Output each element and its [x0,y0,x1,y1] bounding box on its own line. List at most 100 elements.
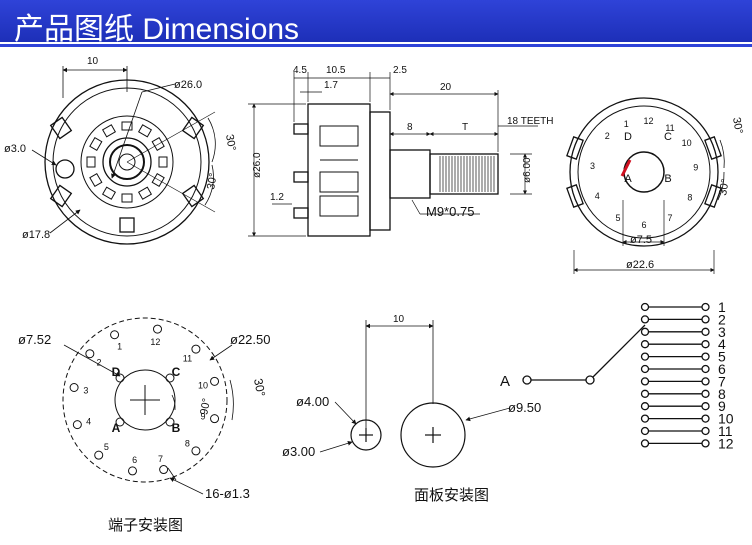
schematic-contact [640,364,650,374]
front-angle-a: 30° [223,133,238,151]
rear-position-number: 5 [615,213,620,223]
front-terminal-slot [158,156,168,168]
panel-layout [319,320,511,468]
terminal-pole-label: D [112,365,121,379]
panel-dia-400: ø4.00 [296,394,329,409]
schematic-contact [640,389,650,398]
terminal-number: 10 [198,380,208,390]
schematic-contact [640,302,650,312]
front-terminal-slot [89,172,103,188]
front-view [31,66,216,245]
panel-caption: 面板安装图 [414,486,489,504]
rear-position-number: 2 [605,131,610,141]
rear-view [566,97,725,274]
rear-dia-75: ø7.5 [630,234,652,246]
front-terminal-slot [89,136,103,152]
terminal-pole-label: B [172,421,181,435]
rear-pole-label: B [664,173,671,185]
schematic-terminal [701,402,710,411]
schematic-position-label: 7 [718,373,726,389]
terminal-pole-label: C [172,365,181,379]
header-banner: 产品图纸 Dimensions [0,0,752,46]
rear-position-number: 10 [682,138,692,148]
terminal-hole [94,450,104,460]
terminal-number: 3 [83,386,88,396]
terminal-hole [153,324,163,334]
front-terminal-slot [101,186,117,200]
front-terminal-slot [137,124,153,138]
schematic-position-label: 6 [718,361,726,377]
front-dim-10: 10 [87,56,99,67]
pole-hole [115,417,125,427]
rear-position-number: 11 [665,123,674,133]
schematic-contact [640,327,650,336]
terminal-dia-2250: ø22.50 [230,332,270,347]
terminal-number: 1 [117,342,122,352]
schematic-terminal [701,302,710,312]
terminal-dia-752: ø7.52 [18,332,51,347]
page-title: 产品图纸 Dimensions [14,13,300,46]
side-dia-600: ø6.00 [522,157,533,183]
terminal-number: 9 [200,412,205,422]
schematic-position-label: 1 [718,299,726,315]
schematic-position-label: 12 [718,435,734,451]
header-underline [0,44,752,47]
panel-dia-950: ø9.50 [508,400,541,415]
terminal-number: 7 [158,454,163,464]
terminal-number: 12 [150,337,160,347]
front-terminal-slot [101,124,117,138]
rear-position-number: 6 [641,220,646,230]
front-locating-hole [55,159,75,179]
schematic-terminal [701,389,710,398]
side-dim-26: ø26.0 [252,152,263,178]
schematic-pole: A [500,373,510,390]
schematic-terminal [701,352,710,361]
rear-position-number: 12 [644,116,654,126]
rear-angle-a: 30° [730,116,745,134]
terminal-pole-label: A [112,421,121,435]
terminal-layout [62,317,234,495]
terminal-hole [191,344,201,354]
side-view [248,72,538,237]
terminal-hole [159,465,169,475]
schematic-contact [640,340,650,349]
terminal-number: 5 [104,442,109,452]
terminal-number: 6 [132,455,137,465]
side-thread: M9*0.75 [426,204,474,219]
pole-hole [165,417,175,427]
rear-pole-label: C [664,131,672,143]
schematic-contact [640,414,650,423]
rear-angle-b: 30° [717,178,732,196]
schematic [522,302,710,448]
side-dim-45: 4.5 [293,65,307,76]
terminal-hole [110,330,120,340]
rear-position-number: 4 [595,191,600,201]
terminal-caption: 端子安装图 [108,517,183,534]
schematic-contact [640,352,650,361]
terminal-hole [69,382,79,392]
schematic-terminal [701,414,710,423]
rear-pole-label: A [624,173,632,185]
schematic-contact [640,402,650,411]
terminal-hole [210,376,220,386]
schematic-terminal [701,315,710,324]
schematic-position-label: 10 [718,411,734,427]
terminal-number: 2 [97,357,102,367]
terminal-hole [85,349,95,359]
schematic-position-label: 2 [718,311,726,327]
schematic-position-label: 11 [718,423,733,439]
rear-position-number: 7 [667,213,672,223]
schematic-terminal [701,327,710,336]
front-dia-178: ø17.8 [22,229,50,241]
schematic-terminal [701,340,710,349]
schematic-position-label: 8 [718,386,726,402]
rear-pole-label: D [624,131,632,143]
side-teeth: 18 TEETH [507,116,554,127]
schematic-position-label: 4 [718,336,726,352]
panel-dim-10: 10 [393,314,405,325]
terminal-holes: 16-ø1.3 [205,486,250,501]
pole-hole [115,373,125,383]
schematic-terminal [701,364,710,374]
